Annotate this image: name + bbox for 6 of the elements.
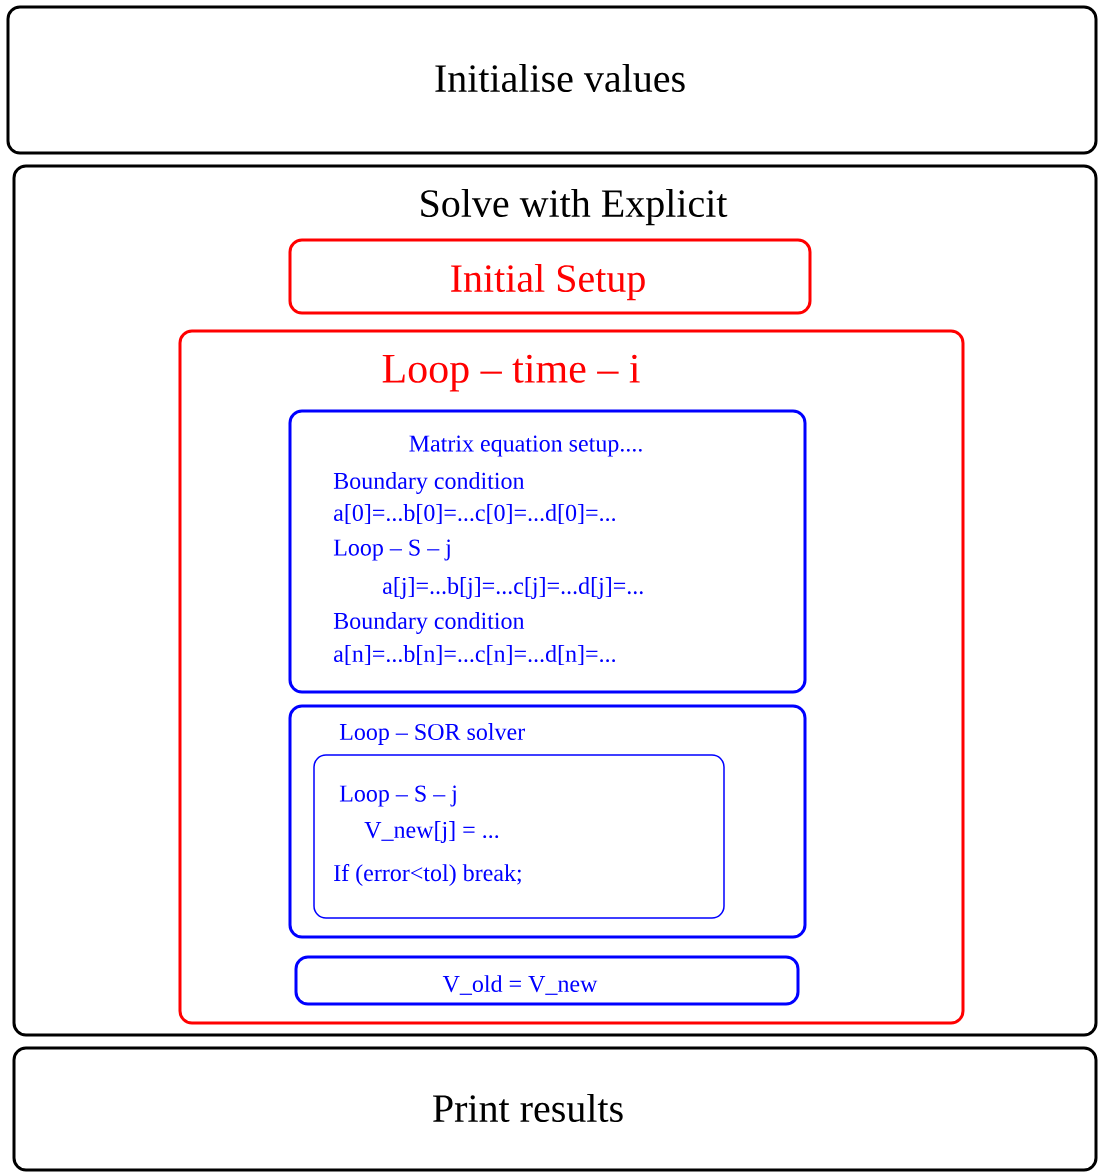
process-box: V_old = V_new (294, 955, 800, 1006)
process-box: Print results (12, 1046, 1098, 1172)
process-box: Initial Setup (288, 238, 812, 315)
code-box: Loop – S – j V_new[j] = ... If (error<tol) break; (313, 754, 725, 919)
process-box: Initialise values (6, 5, 1098, 155)
code-box: Matrix equation setup.... Boundary condition a[0]=...b[0]=...c[0]=...d[0]=... Loop – S – j a[j]=...b[j]=...c[j]=...d[j]=... Boundary condition a[n]=...b[n]=...c[n]=...d[n]=... (288, 409, 807, 694)
